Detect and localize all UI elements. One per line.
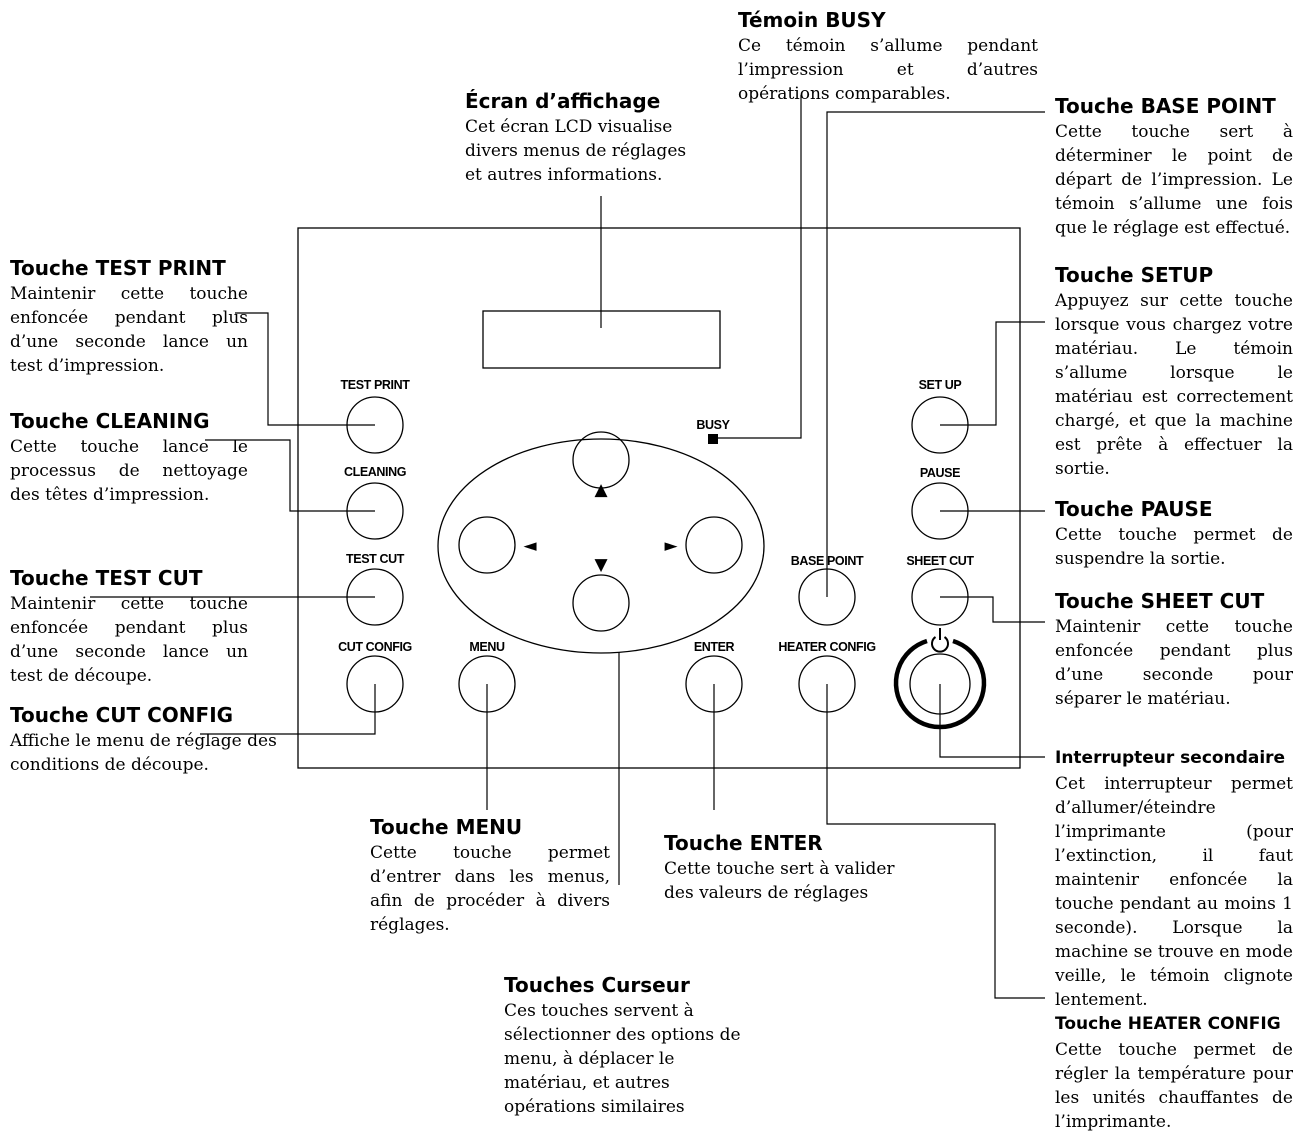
arrow-left-icon: ◄ [523,536,537,556]
leader-sub-switch [939,684,1045,758]
annotation-title: Écran d’affichage [465,89,661,113]
annotation-cut-config: Touche CUT CONFIG Affiche le menu de rég… [10,702,280,777]
annotation-display: Écran d’affichage Cet écran LCD visualis… [465,88,705,187]
annotation-desc: Cette touche lance le processus de netto… [10,437,248,505]
cursor-right-button[interactable] [685,516,743,574]
test-cut-label: TEST CUT [346,552,405,566]
annotation-desc: Cette touche sert à valider des valeurs … [664,859,895,903]
annotation-title: Touche SHEET CUT [1055,589,1265,613]
annotation-desc: Maintenir cette touche enfoncée pendant … [1055,617,1293,709]
panel-outline [297,227,1021,769]
annotation-title: Touche TEST CUT [10,566,203,590]
busy-indicator [708,434,718,444]
annotation-title: Touche SETUP [1055,263,1214,287]
leader-cleaning [205,439,375,512]
heater-config-label: HEATER CONFIG [778,640,875,654]
annotation-base-point: Touche BASE POINT Cette touche sert à dé… [1055,93,1293,240]
setup-label: SET UP [919,378,962,392]
annotation-busy: Témoin BUSY Ce témoin s’allume pendant l… [738,7,1038,106]
annotation-heater-config: Touche HEATER CONFIG Cette touche permet… [1055,1011,1293,1134]
annotation-title: Touche PAUSE [1055,497,1213,521]
menu-label: MENU [469,640,505,654]
annotation-desc: Ce témoin s’allume pendant l’impression … [738,36,1038,104]
annotation-desc: Appuyez sur cette touche lorsque vous ch… [1055,291,1293,479]
arrow-right-icon: ► [664,536,678,556]
annotation-title: Touche MENU [370,815,523,839]
annotation-desc: Ces touches servent à sélectionner des o… [504,1001,741,1117]
power-symbol-icon [931,628,949,653]
arrow-down-icon: ▼ [594,555,608,575]
annotation-sub-switch: Interrupteur secondaire Cet interrupteur… [1055,745,1293,1012]
cursor-left-button[interactable] [458,516,516,574]
annotation-title: Touche CUT CONFIG [10,703,234,727]
enter-label: ENTER [694,640,735,654]
annotation-test-print: Touche TEST PRINT Maintenir cette touche… [10,255,248,378]
annotation-desc: Cette touche sert à déterminer le point … [1055,122,1293,238]
cursor-up-button[interactable] [572,431,630,489]
annotation-desc: Cette touche permet d’entrer dans les me… [370,843,610,935]
annotation-desc: Affiche le menu de réglage des condition… [10,731,277,775]
annotation-desc: Cette touche permet de suspendre la sort… [1055,525,1293,569]
cleaning-label: CLEANING [344,465,406,479]
annotation-title: Touche BASE POINT [1055,94,1276,118]
sheet-cut-label: SHEET CUT [906,554,974,568]
annotation-setup: Touche SETUP Appuyez sur cette touche lo… [1055,262,1293,481]
leader-sheet-cut [940,596,1045,623]
leader-setup [940,321,1045,426]
test-print-label: TEST PRINT [341,378,411,392]
annotation-cursor: Touches Curseur Ces touches servent à sé… [504,972,742,1119]
annotation-menu: Touche MENU Cette touche permet d’entrer… [370,814,610,937]
annotation-test-cut: Touche TEST CUT Maintenir cette touche e… [10,565,248,688]
annotation-title: Touche CLEANING [10,409,210,433]
annotation-title: Touche ENTER [664,831,823,855]
annotation-title: Témoin BUSY [738,8,886,32]
annotation-desc: Maintenir cette touche enfoncée pendant … [10,284,248,376]
leader-base-point [826,111,1045,597]
leader-cut-config [200,684,376,735]
annotation-enter: Touche ENTER Cette touche sert à valider… [664,830,914,905]
leader-busy [718,95,802,439]
leader-heater-config [826,684,1045,999]
arrow-up-icon: ▲ [594,480,608,500]
annotation-desc: Maintenir cette touche enfoncée pendant … [10,594,248,686]
annotation-pause: Touche PAUSE Cette touche permet de susp… [1055,496,1293,571]
annotation-desc: Cet interrupteur permet d’allumer/éteind… [1055,774,1293,1010]
annotation-title: Touche TEST PRINT [10,256,226,280]
pause-label: PAUSE [920,466,960,480]
busy-label: BUSY [696,418,730,432]
annotation-cleaning: Touche CLEANING Cette touche lance le pr… [10,408,248,507]
annotation-title: Touche HEATER CONFIG [1055,1014,1281,1034]
annotation-desc: Cette touche permet de régler la tempéra… [1055,1040,1293,1132]
leader-test-print [235,312,375,426]
annotation-title: Touches Curseur [504,973,690,997]
annotation-desc: Cet écran LCD visualise divers menus de … [465,117,687,185]
cursor-keys-ellipse [437,438,765,654]
cursor-down-button[interactable] [572,574,630,632]
annotation-sheet-cut: Touche SHEET CUT Maintenir cette touche … [1055,588,1293,711]
annotation-title: Interrupteur secondaire [1055,748,1286,768]
cut-config-label: CUT CONFIG [338,640,412,654]
